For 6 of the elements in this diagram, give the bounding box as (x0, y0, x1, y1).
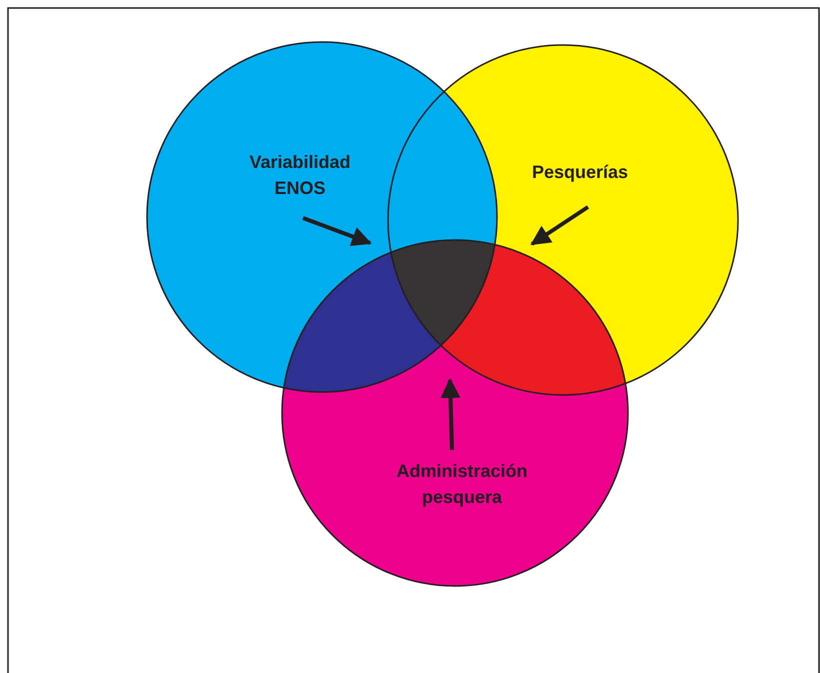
set-label: Variabilidad ENOS (230, 148, 370, 202)
set-label: Pesquerías (510, 158, 650, 186)
arrow (440, 378, 460, 450)
arrow (530, 205, 590, 246)
arrow (302, 216, 372, 246)
set-label: Administración pesquera (367, 458, 557, 510)
